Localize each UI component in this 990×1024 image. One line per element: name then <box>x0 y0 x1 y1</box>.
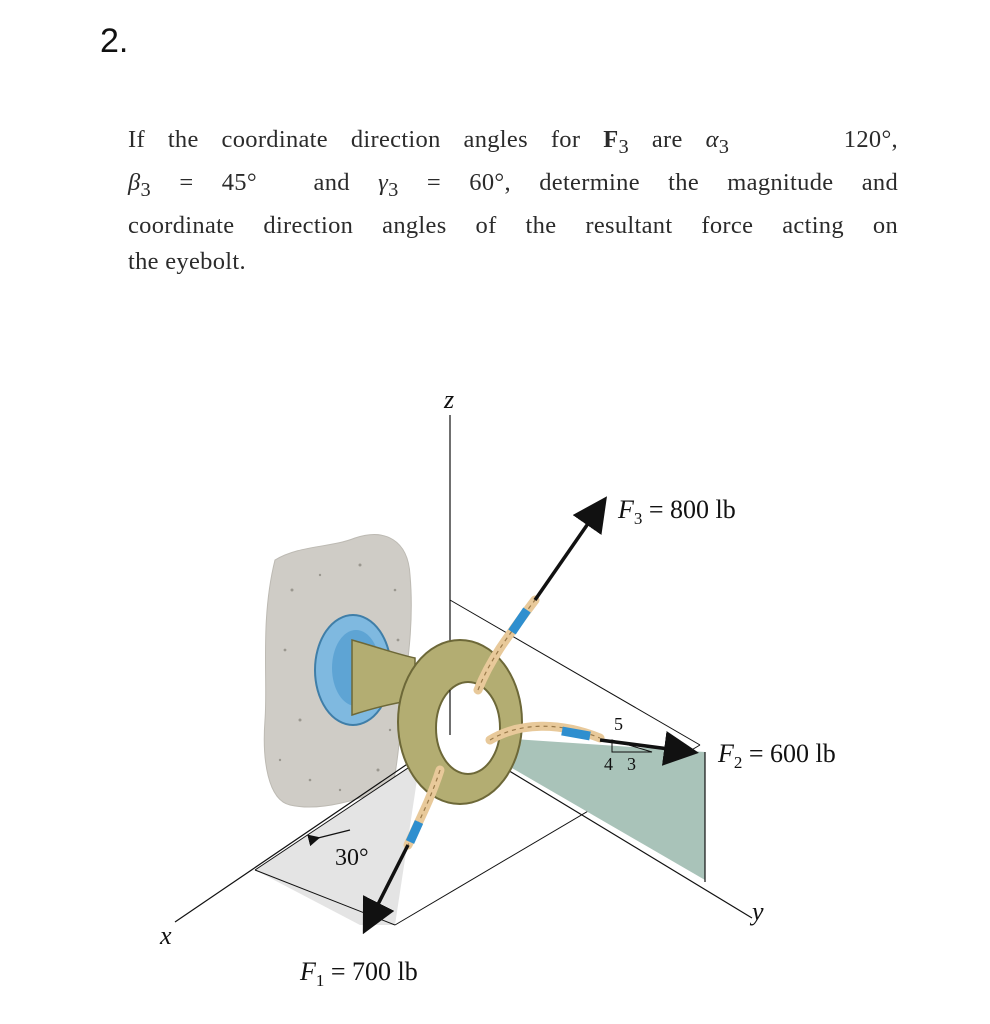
problem-statement: If the coordinate direction angles for F… <box>128 122 898 280</box>
f3-rope-sleeve <box>508 607 531 635</box>
f2-rope-sleeve <box>561 726 591 741</box>
f2-arrow <box>599 731 699 766</box>
slope-label-4: 4 <box>604 754 613 774</box>
subscript: 3 <box>718 135 730 158</box>
slope-triangle <box>611 739 653 753</box>
angle-label: 30° <box>335 845 369 871</box>
subscript: 3 <box>140 178 152 201</box>
axis-y-label: y <box>749 897 764 926</box>
problem-text: 120°, <box>729 126 898 153</box>
problem-text: = 45° and <box>151 168 379 196</box>
problem-text: are <box>628 126 706 153</box>
question-number: 2. <box>100 22 129 60</box>
slope-label-5: 5 <box>614 714 623 734</box>
xy-plane <box>255 760 420 925</box>
eye-ring-hole <box>435 681 501 775</box>
f3-subscript: 3 <box>634 509 643 528</box>
f1-arrow <box>362 844 410 935</box>
axis-x-label: x <box>159 921 172 950</box>
f3-arrow <box>533 496 607 601</box>
f2-rope-twist <box>489 725 601 741</box>
wall-speckles <box>278 563 400 792</box>
subscript: 3 <box>388 178 399 201</box>
f3-symbol: F <box>617 495 635 524</box>
f1-subscript: 1 <box>316 971 325 990</box>
f1-label: F1 = 700 lb <box>299 957 418 990</box>
beta-symbol: β <box>128 168 141 196</box>
f1-value: = 700 lb <box>324 957 417 986</box>
f2-label: F2 = 600 lb <box>717 739 836 772</box>
problem-line-4: the eyebolt. <box>128 247 246 275</box>
alpha-symbol: α <box>705 126 719 153</box>
gamma-symbol: γ <box>378 168 389 196</box>
force-symbol: F <box>603 126 619 153</box>
f2-symbol: F <box>717 739 735 768</box>
problem-line-3: coordinate direction angles of the resul… <box>128 211 898 239</box>
problem-text: If the coordinate direction angles for <box>128 126 604 153</box>
f2-subscript: 2 <box>734 753 743 772</box>
yz-plane <box>455 735 705 880</box>
problem-line-1: If the coordinate direction angles for F… <box>128 122 898 165</box>
projection-line <box>449 599 701 746</box>
axis-z-label: z <box>443 385 454 414</box>
f3-value: = 800 lb <box>642 495 735 524</box>
problem-text: = 60°, determine the magnitude and <box>398 168 898 196</box>
f2-value: = 600 lb <box>742 739 835 768</box>
f1-symbol: F <box>299 957 317 986</box>
slope-label-3: 3 <box>627 754 636 774</box>
f3-label: F3 = 800 lb <box>617 495 736 528</box>
angle-indicator <box>307 829 351 847</box>
f1-rope-sleeve <box>405 820 424 844</box>
x-axis <box>174 734 451 923</box>
subscript: 3 <box>618 135 629 158</box>
problem-line-2: β3 = 45° and γ3 = 60°, determine the mag… <box>128 165 898 208</box>
